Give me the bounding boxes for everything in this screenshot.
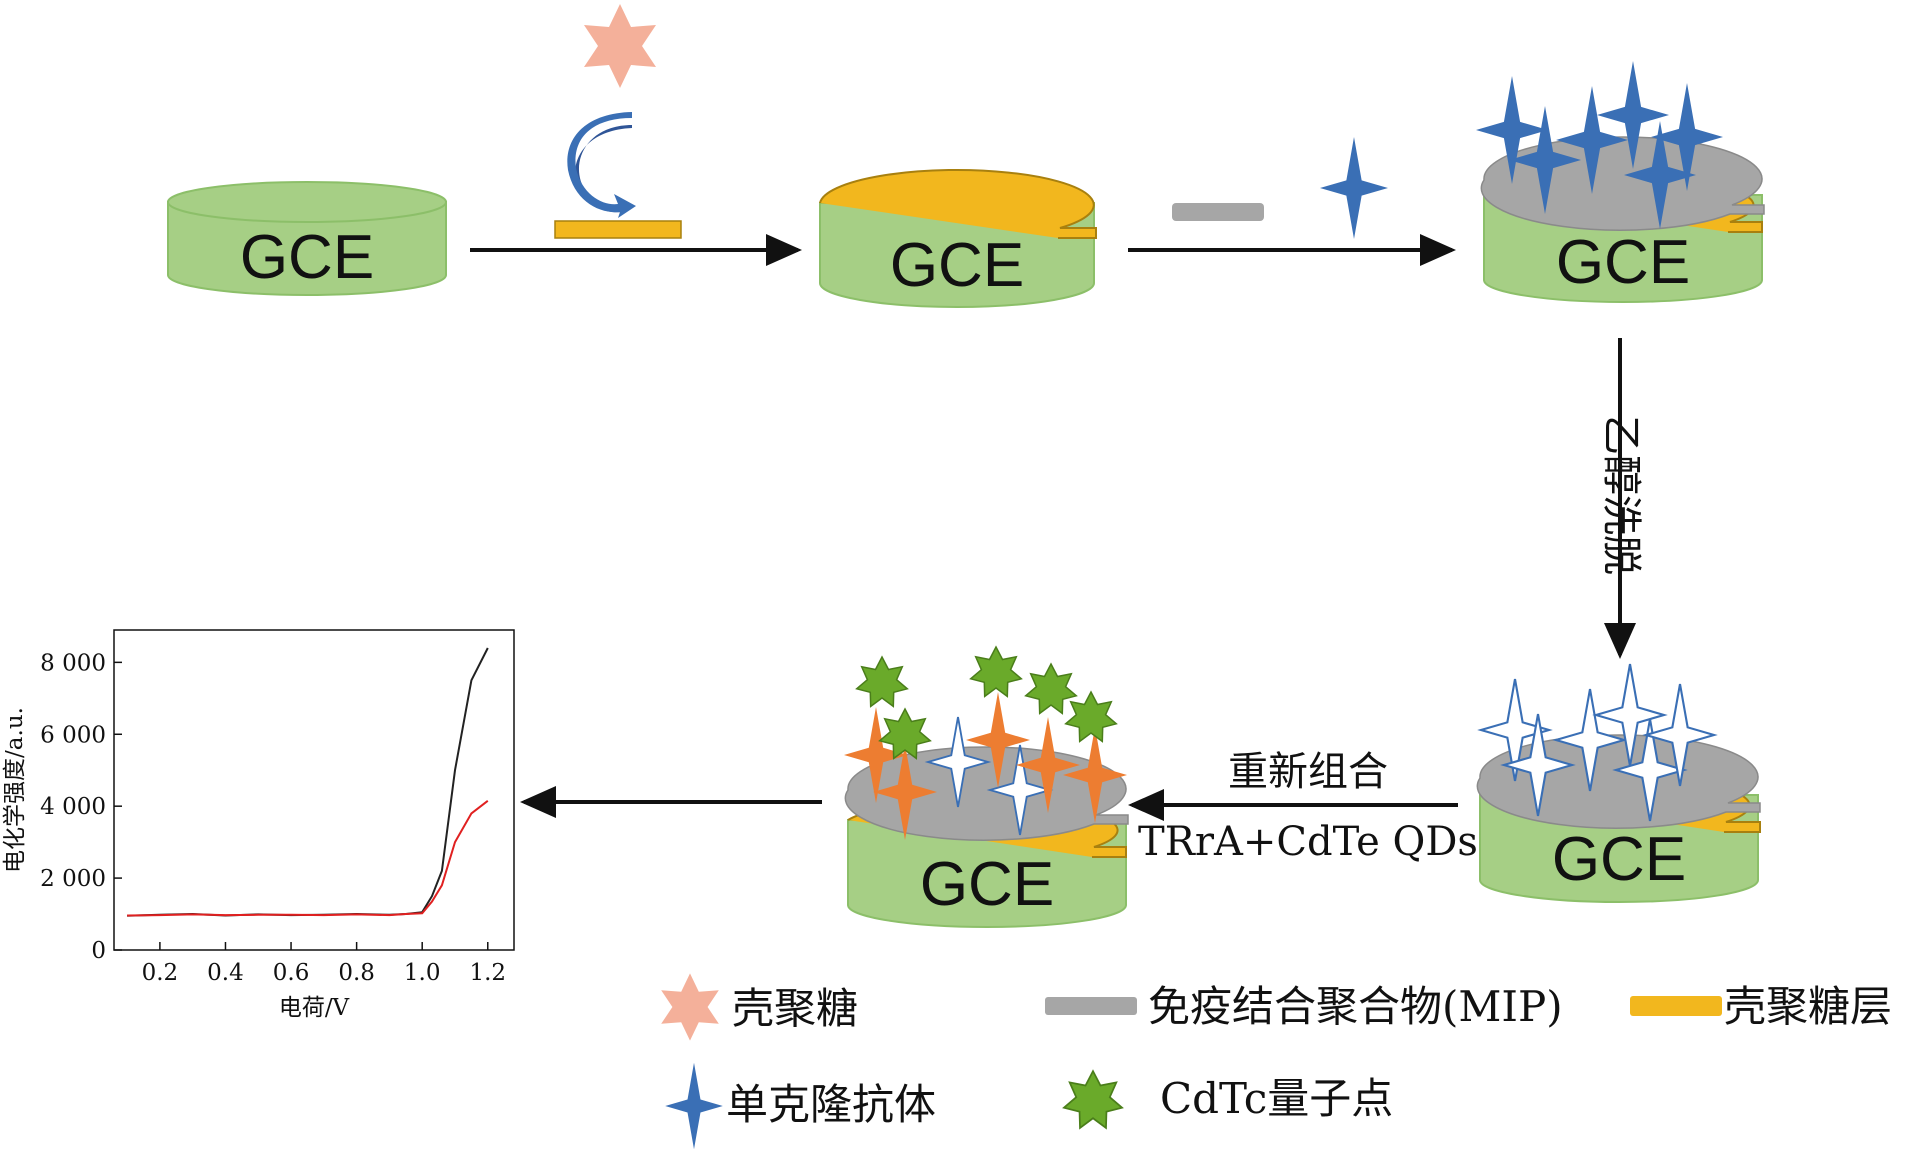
series-line-1 — [127, 647, 489, 917]
mip-bar-icon — [1172, 203, 1264, 221]
quantum-dot-icon — [1064, 691, 1118, 743]
reagents-label: TRrA+CdTe QDs — [1138, 819, 1478, 865]
elution-step: 乙醇洗脱 — [1598, 338, 1644, 659]
series-line-2 — [127, 800, 489, 917]
elution-label: 乙醇洗脱 — [1598, 415, 1644, 575]
y-axis-ticks: 0 2 000 4 000 6 000 8 000 — [40, 650, 122, 964]
x-tick-label: 0.4 — [207, 960, 244, 986]
y-axis-label: 电化学强度/a.u. — [2, 707, 28, 873]
electrode-label: GCE — [1552, 825, 1686, 894]
chitosan-star-icon — [661, 973, 719, 1041]
electrode-label: GCE — [240, 223, 374, 292]
x-tick-label: 1.2 — [469, 960, 506, 986]
quantum-dot-icon — [855, 656, 909, 708]
legend-chitosan: 壳聚糖 — [732, 984, 858, 1033]
chitosan-layer-bar-icon — [1630, 996, 1722, 1016]
antibody-icon — [665, 1062, 723, 1150]
legend-mip: 免疫结合聚合物(MIP) — [1148, 982, 1563, 1031]
y-tick-label: 0 — [91, 938, 106, 964]
recombine-step: 重新组合 TRrA+CdTe QDs — [1128, 749, 1478, 865]
x-tick-label: 0.8 — [338, 960, 375, 986]
legend: 壳聚糖 免疫结合聚合物(MIP) 壳聚糖层 单克隆抗体 CdTc量子点 — [661, 973, 1892, 1150]
y-tick-label: 8 000 — [40, 650, 106, 676]
electrode-recombined: GCE — [844, 646, 1129, 928]
quantum-dot-icon — [1024, 663, 1078, 715]
chart-frame — [113, 629, 515, 951]
electrode-label: GCE — [890, 231, 1024, 300]
electrode-eluted: GCE — [1476, 662, 1761, 903]
chitosan-star-icon — [584, 4, 656, 88]
x-tick-label: 0.6 — [273, 960, 310, 986]
mip-bar-icon — [1045, 997, 1137, 1015]
y-tick-label: 6 000 — [40, 722, 106, 748]
electrode-label: GCE — [920, 850, 1054, 919]
recombine-label: 重新组合 — [1228, 749, 1388, 795]
quantum-dot-icon — [969, 646, 1023, 698]
electrode-bare: GCE — [167, 181, 447, 296]
x-axis-label: 电荷/V — [279, 995, 350, 1021]
y-tick-label: 2 000 — [40, 866, 106, 892]
chitosan-layer-bar — [554, 220, 682, 239]
chart-curves — [127, 647, 489, 917]
y-tick-label: 4 000 — [40, 794, 106, 820]
electrode-chitosan: GCE — [819, 169, 1097, 308]
chitosan-deposition-step — [470, 4, 802, 266]
electrode-label: GCE — [1556, 228, 1690, 297]
antibody-icon — [1320, 137, 1388, 239]
x-axis-ticks: 0.2 0.4 0.6 0.8 1.0 1.2 — [142, 942, 506, 986]
curved-arrow-body-icon — [567, 112, 636, 218]
x-tick-label: 0.2 — [142, 960, 179, 986]
electrode-mip-bound: GCE — [1476, 60, 1765, 303]
quantum-dot-icon — [1063, 1070, 1123, 1129]
legend-antibody: 单克隆抗体 — [726, 1080, 936, 1129]
x-tick-label: 1.0 — [404, 960, 441, 986]
legend-quantum-dots: CdTc量子点 — [1160, 1074, 1393, 1123]
mip-antibody-step — [1128, 137, 1456, 266]
ecl-chart: 0 2 000 4 000 6 000 8 000 0.2 0.4 0.6 0.8 1.0 1.2… — [2, 629, 515, 1021]
legend-chitosan-layer: 壳聚糖层 — [1724, 982, 1892, 1031]
